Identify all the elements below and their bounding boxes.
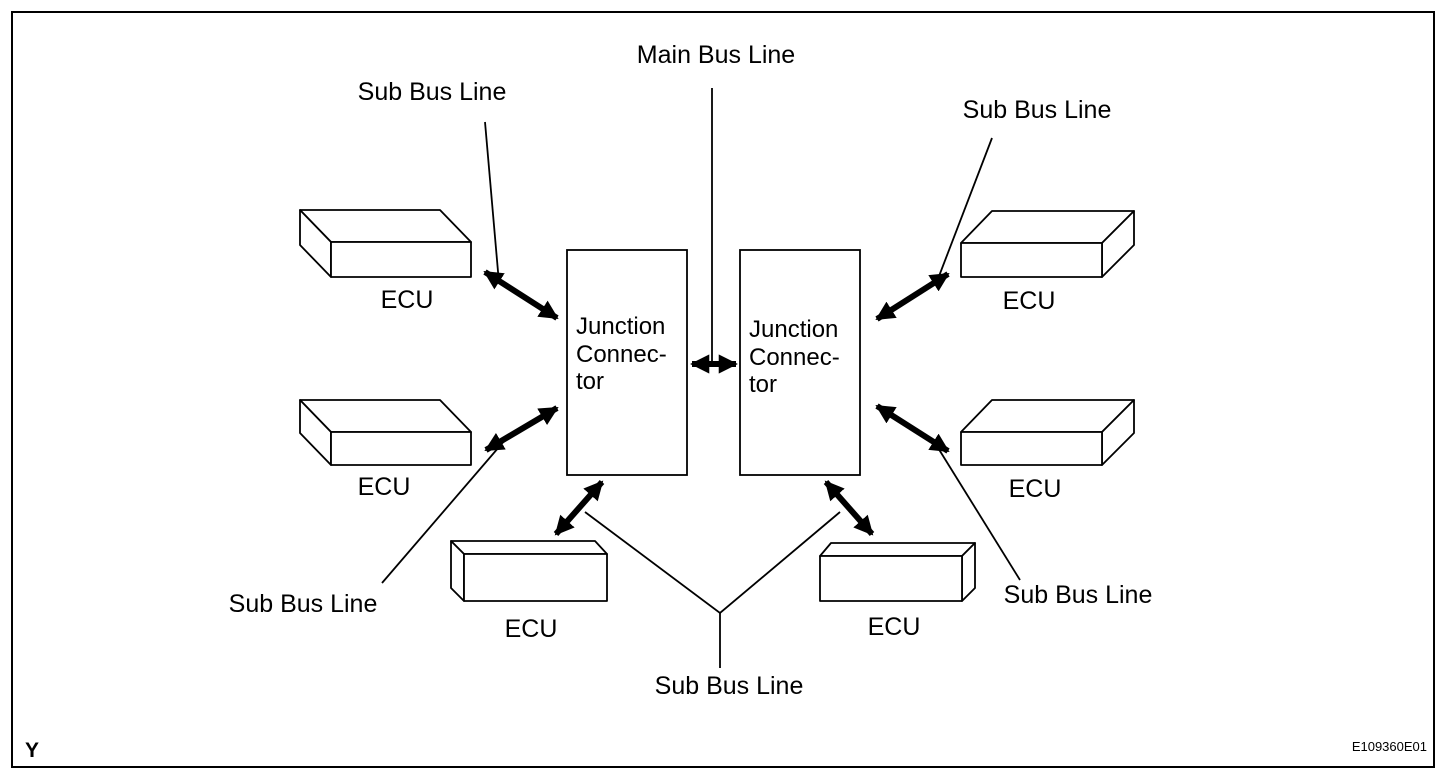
arrow-top-left [483,269,559,321]
leader-top-right [935,137,993,285]
junction-left-line1: Junction [576,313,665,340]
leader-top-left [484,121,500,284]
junction-right-line1: Junction [749,316,838,343]
junction-right-line2: Connec- [749,344,840,371]
arrow-bottom-left [553,480,605,536]
junction-right-line3: tor [749,371,777,398]
ecu-box-bottom-right [819,542,976,602]
ecu-box-bottom-left [450,540,608,602]
arrow-bottom-right [823,480,875,536]
junction-left-line2: Connec- [576,341,667,368]
frame-border [11,11,1435,768]
junction-left-line3: tor [576,368,604,395]
leader-mid-right [934,442,1021,581]
ecu-label-top-left: ECU [381,286,434,314]
sub-bus-line-label-top-right: Sub Bus Line [963,96,1112,124]
ecu-label-bottom-left: ECU [505,615,558,643]
ecu-box-top-right [960,210,1135,278]
main-bus-line-label: Main Bus Line [637,41,795,69]
leader-bottom [584,511,841,615]
junction-connector-right: Junction Connec- tor [739,249,861,476]
sub-bus-line-label-mid-right: Sub Bus Line [1004,581,1153,609]
ecu-box-top-left [299,209,472,278]
arrow-mid-right [875,403,950,454]
sub-bus-line-label-top-left: Sub Bus Line [358,78,507,106]
ecu-label-mid-right: ECU [1009,475,1062,503]
corner-mark: Y [25,739,39,762]
leader-mid-left [381,439,506,584]
sub-bus-line-label-mid-left: Sub Bus Line [229,590,378,618]
bus-arrows [483,269,950,536]
ecu-label-mid-left: ECU [358,473,411,501]
ecu-label-bottom-right: ECU [868,613,921,641]
ecu-box-mid-right [960,399,1135,466]
leader-lines [381,88,1021,668]
ecu-label-top-right: ECU [1003,287,1056,315]
ecu-box-mid-left [299,399,472,466]
figure-code: E109360E01 [1352,739,1427,754]
junction-connector-left: Junction Connec- tor [566,249,688,476]
arrow-mid-left [484,405,559,453]
sub-bus-line-label-bottom: Sub Bus Line [655,672,804,700]
